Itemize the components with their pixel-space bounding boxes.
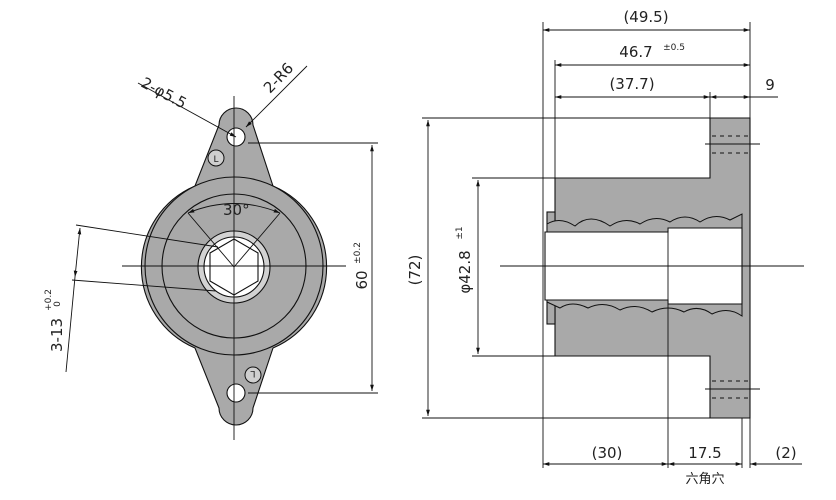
hex-dim: 3-13 <box>48 318 66 352</box>
overall-length: (49.5) <box>623 8 668 26</box>
length-17-5: 17.5 <box>688 444 721 462</box>
height-tol: ±0.2 <box>353 242 363 264</box>
radius-callout: 2-R6 <box>260 59 297 97</box>
angle-label: 30° <box>223 201 250 219</box>
side-view: (49.5) 46.7 ±0.5 (37.7) 9 (72) φ42.8 ±1 … <box>406 8 804 487</box>
mark-top-circle <box>207 149 225 167</box>
diameter: φ42.8 <box>456 250 474 293</box>
hex-tol-lower: 0 <box>53 301 63 307</box>
diameter-tol: ±1 <box>455 226 465 239</box>
thread-bottom <box>546 299 743 317</box>
length-46-7-tol: ±0.5 <box>663 43 685 53</box>
length-2: (2) <box>775 444 796 462</box>
overall-height: (72) <box>406 255 424 286</box>
angle-arc <box>187 203 281 214</box>
length-37-7: (37.7) <box>609 75 654 93</box>
length-30: (30) <box>592 444 623 462</box>
radius-leader <box>245 65 308 128</box>
mark-bottom-circle <box>244 366 262 384</box>
thread-top <box>546 213 743 233</box>
hex-dim-line <box>73 227 82 278</box>
hex-tol-upper: +0.2 <box>44 289 54 311</box>
front-view: L L 2-φ5.5 2-R6 30° 60 ±0.2 3-13 +0.2 0 <box>44 59 378 440</box>
mark-bottom: L <box>250 368 255 378</box>
flange-width: 9 <box>765 76 775 94</box>
hole-leader <box>137 82 237 138</box>
hole-callout: 2-φ5.5 <box>138 74 189 113</box>
height-dim: 60 <box>353 270 371 289</box>
hex-hole-label: 六角穴 <box>685 472 724 487</box>
mark-top: L <box>213 155 218 165</box>
length-46-7: 46.7 <box>619 43 652 61</box>
mount-hole-bottom <box>226 383 246 403</box>
